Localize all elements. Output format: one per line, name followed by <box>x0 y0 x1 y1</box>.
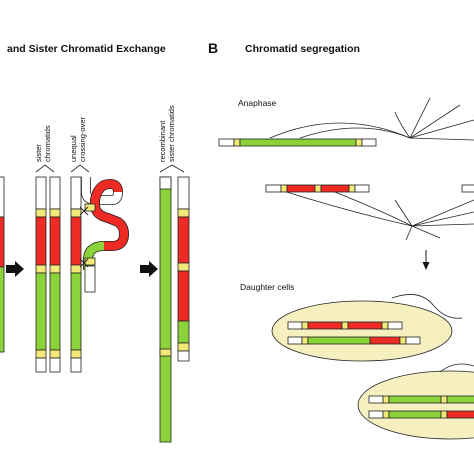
unequal-left-strand <box>70 176 82 373</box>
label-unequal-crossing-over: unequal crossing-over <box>69 116 87 162</box>
arrow-right-1 <box>6 261 24 277</box>
daughter-1-chromatid-bottom <box>287 336 421 345</box>
panel-a-title: and Sister Chromatid Exchange <box>7 43 166 55</box>
panel-b-title: Chromatid segregation <box>245 43 360 55</box>
label-unequal-line2: crossing-over <box>78 116 87 162</box>
anaphase-chromosome-top <box>218 138 377 147</box>
bracket-unequal <box>70 164 90 173</box>
anaphase-chromosome-edge <box>461 184 474 193</box>
daughter-cell-2 <box>357 363 474 440</box>
bracket-sister <box>35 164 55 173</box>
label-recombinant-sister-chromatids: recombinant sister chromatids <box>158 105 176 162</box>
arrow-down <box>422 250 430 270</box>
label-recomb-line1: recombinant <box>158 120 167 162</box>
label-sister-line2: chromatids <box>43 125 52 162</box>
label-sister-line1: sister <box>34 144 43 162</box>
arrow-right-2 <box>140 261 158 277</box>
sister-chromatid-left <box>35 176 47 373</box>
spindle-fibers <box>269 97 474 241</box>
unequal-looped-strand <box>81 177 130 293</box>
daughter-2-chromatid-top <box>368 395 474 404</box>
daughter-1-chromatid-top <box>287 321 403 330</box>
recombinant-long-chromatid <box>159 176 172 443</box>
brackets <box>35 164 185 173</box>
anaphase-chromosome-bottom <box>265 184 370 193</box>
anaphase-label: Anaphase <box>238 98 277 108</box>
daughter-2-chromatid-bottom <box>368 410 474 419</box>
label-recomb-line2: sister chromatids <box>167 105 176 162</box>
daughter-cells-label: Daughter cells <box>240 282 294 292</box>
panel-b-letter: B <box>208 40 218 56</box>
sister-chromatid-right <box>49 176 61 373</box>
label-unequal-line1: unequal <box>69 135 78 162</box>
bracket-recomb <box>159 164 185 173</box>
left-edge-chromosome <box>0 176 5 353</box>
crossover-marks <box>79 206 89 268</box>
daughter-cell-1 <box>271 294 463 362</box>
label-sister-chromatids: sister chromatids <box>34 125 52 162</box>
recombinant-short-chromatid <box>177 176 190 362</box>
